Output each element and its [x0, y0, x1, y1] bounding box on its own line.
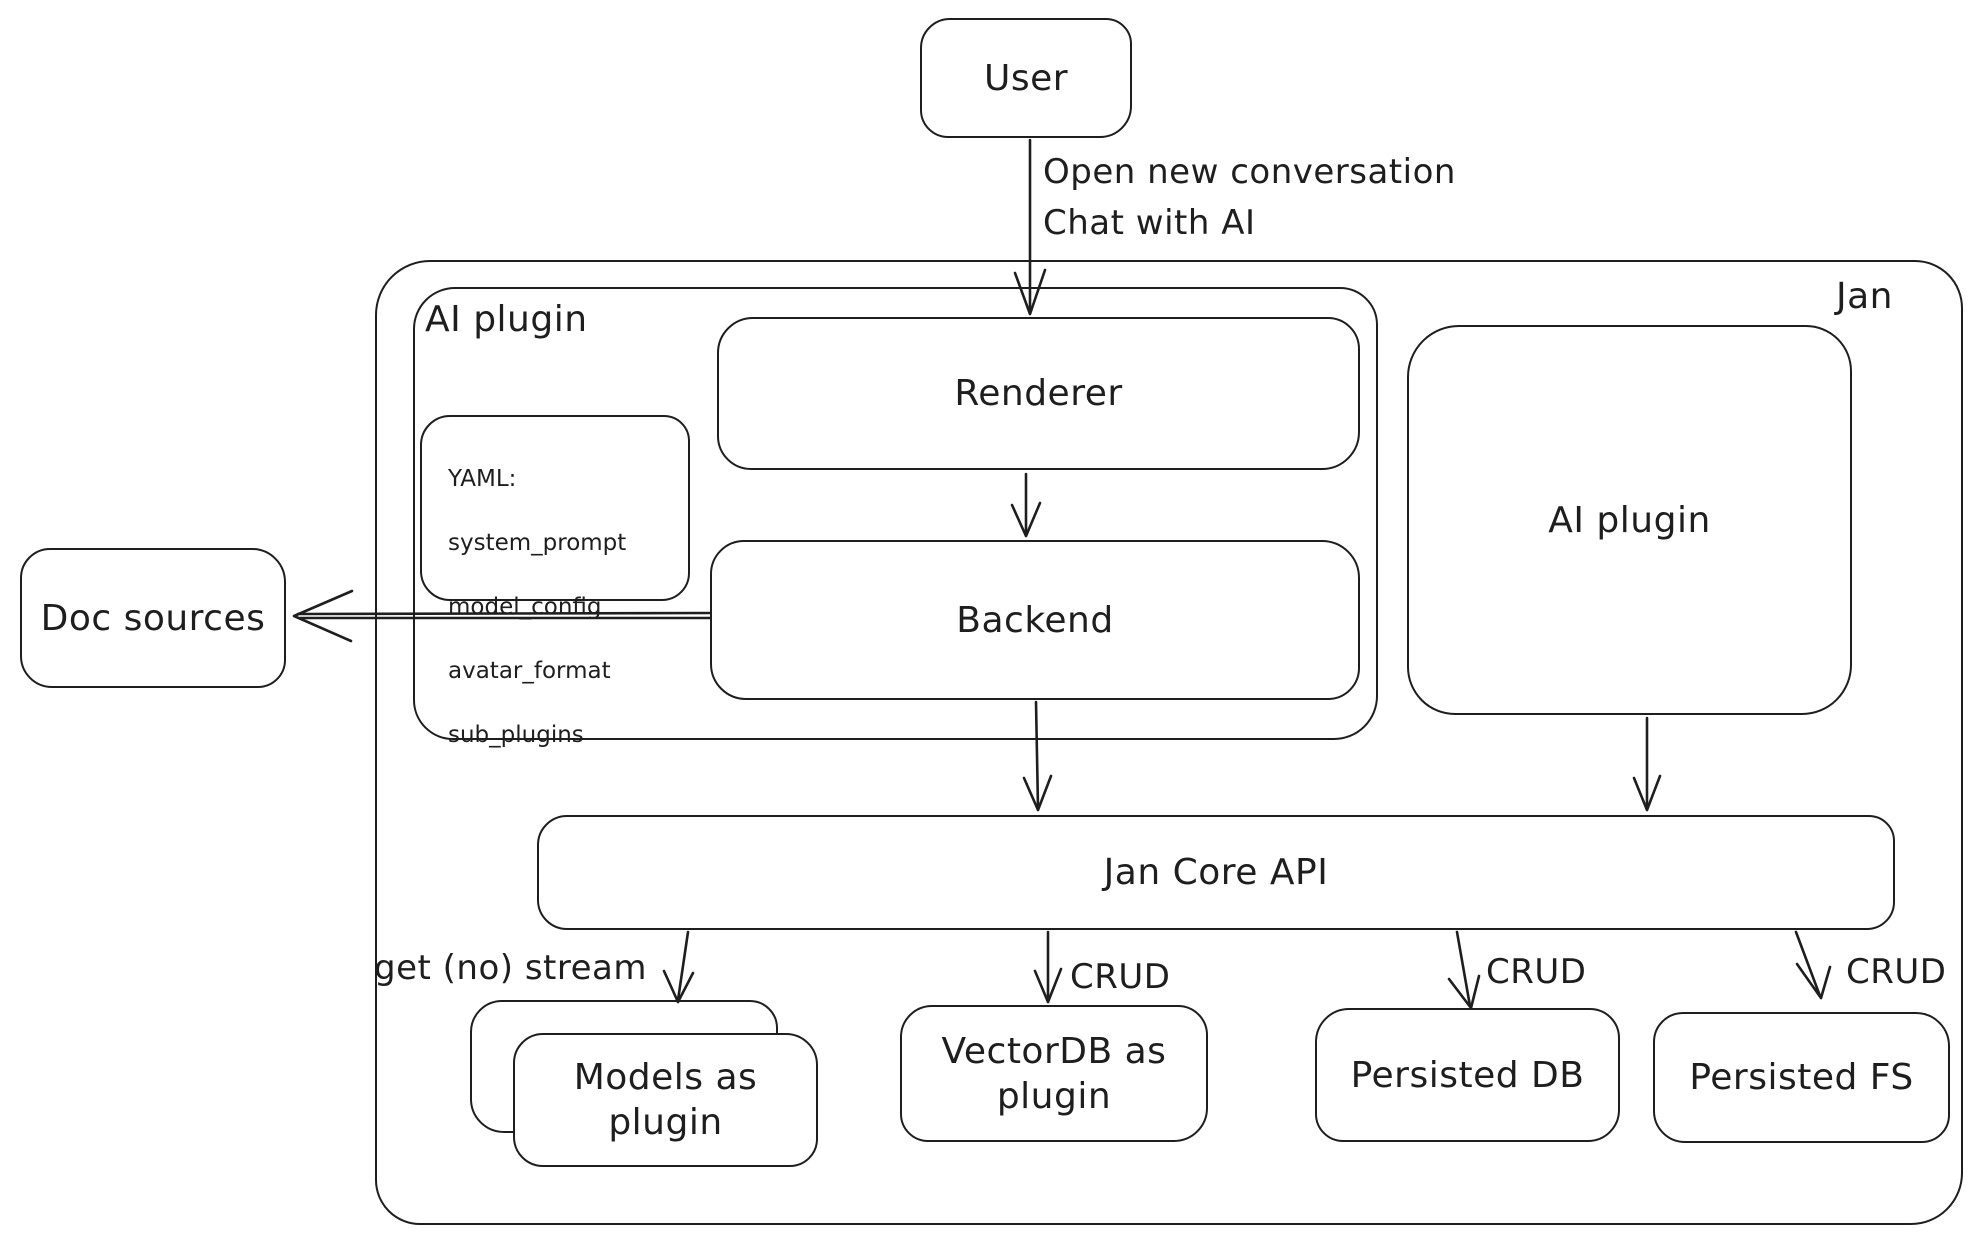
- yaml-note-line-5: sub_plugins: [448, 722, 584, 748]
- edge-label-chat-with-ai: Chat with AI: [1043, 203, 1256, 243]
- doc-sources-node: Doc sources: [20, 548, 286, 688]
- vectordb-as-plugin-node-label: VectorDB as plugin: [941, 1030, 1167, 1117]
- yaml-note-line-2: system_prompt: [448, 530, 627, 556]
- edge-label-get-no-stream: get (no) stream: [374, 948, 647, 988]
- models-as-plugin-node-label: Models as plugin: [573, 1057, 758, 1143]
- jan-core-api-node-label: Jan Core API: [1103, 852, 1329, 893]
- user-node-label: User: [983, 57, 1069, 99]
- persisted-db-node-label: Persisted DB: [1350, 1054, 1585, 1096]
- ai-plugin-container: AI plugin: [413, 287, 1378, 740]
- doc-sources-node-label: Doc sources: [40, 597, 266, 639]
- jan-core-api-node: Jan Core API: [537, 815, 1895, 930]
- jan-container: Jan: [375, 260, 1963, 1225]
- edge-label-crud-persisted-fs: CRUD: [1846, 952, 1947, 992]
- jan-container-label: Jan: [1836, 276, 1893, 317]
- ai-plugin-right-node: AI plugin: [1407, 325, 1852, 715]
- models-as-plugin-node: Models as plugin: [513, 1033, 818, 1167]
- edge-label-open-new-conversation: Open new conversation: [1043, 152, 1456, 192]
- ai-plugin-right-node-label: AI plugin: [1548, 499, 1711, 541]
- persisted-fs-node: Persisted FS: [1653, 1012, 1950, 1143]
- user-node: User: [920, 18, 1132, 138]
- ai-plugin-container-label: AI plugin: [425, 299, 588, 340]
- vectordb-as-plugin-node: VectorDB as plugin: [900, 1005, 1208, 1142]
- yaml-note-line-4: avatar_format: [448, 658, 611, 684]
- edge-label-crud-vectordb: CRUD: [1070, 957, 1171, 997]
- yaml-note-line-3: model_config: [448, 594, 602, 620]
- persisted-fs-node-label: Persisted FS: [1689, 1057, 1914, 1098]
- yaml-note: YAML: system_prompt model_config avatar_…: [420, 415, 690, 748]
- backend-node-label: Backend: [956, 599, 1114, 641]
- edge-label-crud-persisted-db: CRUD: [1486, 952, 1587, 992]
- persisted-db-node: Persisted DB: [1315, 1008, 1620, 1142]
- backend-node: Backend: [710, 540, 1360, 700]
- renderer-node-label: Renderer: [954, 373, 1123, 414]
- yaml-note-line-1: YAML:: [448, 466, 517, 492]
- renderer-node: Renderer: [717, 317, 1360, 470]
